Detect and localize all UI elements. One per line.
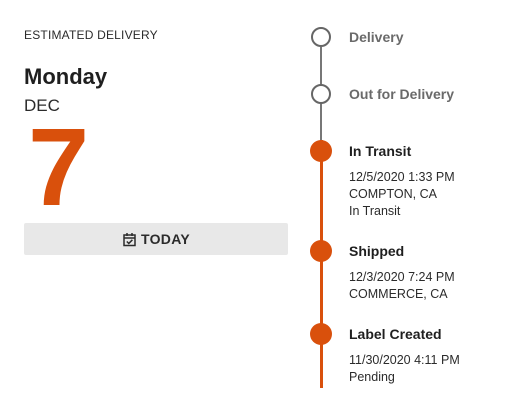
step-detail-status: In Transit xyxy=(349,204,401,218)
timeline-node-label-created xyxy=(310,323,332,345)
step-detail-status: Pending xyxy=(349,370,395,384)
delivery-weekday: Monday xyxy=(24,64,108,89)
step-detail-location: COMPTON, CA xyxy=(349,187,437,201)
today-button[interactable]: TODAY xyxy=(24,223,288,255)
step-detail-datetime: 12/3/2020 7:24 PM xyxy=(349,270,455,284)
step-title-out-for-delivery: Out for Delivery xyxy=(349,86,455,102)
step-detail-datetime: 12/5/2020 1:33 PM xyxy=(349,170,455,184)
timeline-node-shipped xyxy=(310,240,332,262)
timeline-node-delivery xyxy=(311,27,331,47)
tracking-timeline: Delivery Out for Delivery In Transit 12/… xyxy=(300,0,532,400)
today-button-label: TODAY xyxy=(141,231,190,247)
calendar-check-icon xyxy=(122,232,137,247)
step-detail-location: COMMERCE, CA xyxy=(349,287,448,301)
step-title-delivery: Delivery xyxy=(349,29,404,45)
estimated-delivery-label: ESTIMATED DELIVERY xyxy=(24,28,158,42)
timeline-node-in-transit xyxy=(310,140,332,162)
delivery-day: 7 xyxy=(28,106,89,229)
step-detail-datetime: 11/30/2020 4:11 PM xyxy=(349,353,460,367)
timeline-node-out-for-delivery xyxy=(311,84,331,104)
delivery-month: DEC xyxy=(24,96,60,115)
step-title-shipped: Shipped xyxy=(349,243,405,259)
step-title-label-created: Label Created xyxy=(349,326,442,342)
estimated-delivery-panel: ESTIMATED DELIVERY Monday DEC 7 TODAY xyxy=(24,0,288,400)
step-title-in-transit: In Transit xyxy=(349,143,412,159)
timeline-progress-line xyxy=(320,140,323,388)
